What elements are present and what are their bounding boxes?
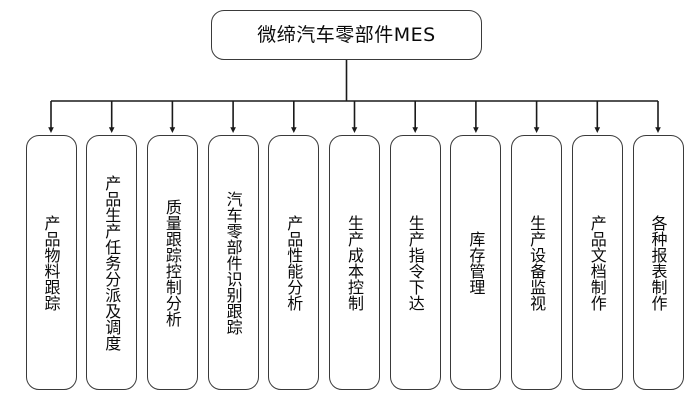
leaf-node-8[interactable]: 库存管理 [450, 135, 502, 390]
leaf-node-5[interactable]: 产品性能分析 [268, 135, 320, 390]
leaf-node-label: 生产成本控制 [345, 214, 364, 311]
leaf-node-11[interactable]: 各种报表制作 [632, 135, 684, 390]
leaf-node-label: 产品性能分析 [284, 214, 304, 311]
leaf-node-label: 产品生产任务分派及调度 [102, 174, 122, 351]
root-node-label: 微缔汽车零部件MES [257, 23, 436, 46]
leaf-node-2[interactable]: 产品生产任务分派及调度 [86, 135, 138, 390]
leaf-node-label: 产品物料跟踪 [41, 214, 61, 311]
leaf-node-label: 生产设备监视 [527, 214, 547, 311]
leaf-node-3[interactable]: 质量跟踪控制分析 [146, 135, 198, 390]
leaf-node-label: 生产指令下达 [405, 214, 425, 311]
leaf-node-7[interactable]: 生产指令下达 [389, 135, 441, 390]
leaf-node-4[interactable]: 汽车零部件识别跟踪 [207, 135, 259, 390]
leaf-node-6[interactable]: 生产成本控制 [329, 135, 380, 390]
leaf-node-label: 质量跟踪控制分析 [162, 198, 182, 327]
leaf-node-label: 库存管理 [466, 230, 486, 295]
leaf-node-label: 产品文档制作 [587, 214, 607, 311]
leaf-node-1[interactable]: 产品物料跟踪 [25, 135, 77, 390]
leaf-node-label: 各种报表制作 [648, 214, 668, 311]
root-node[interactable]: 微缔汽车零部件MES [211, 10, 482, 60]
leaf-node-9[interactable]: 生产设备监视 [511, 135, 563, 390]
leaf-node-label: 汽车零部件识别跟踪 [223, 190, 243, 335]
leaf-node-10[interactable]: 产品文档制作 [571, 135, 623, 390]
